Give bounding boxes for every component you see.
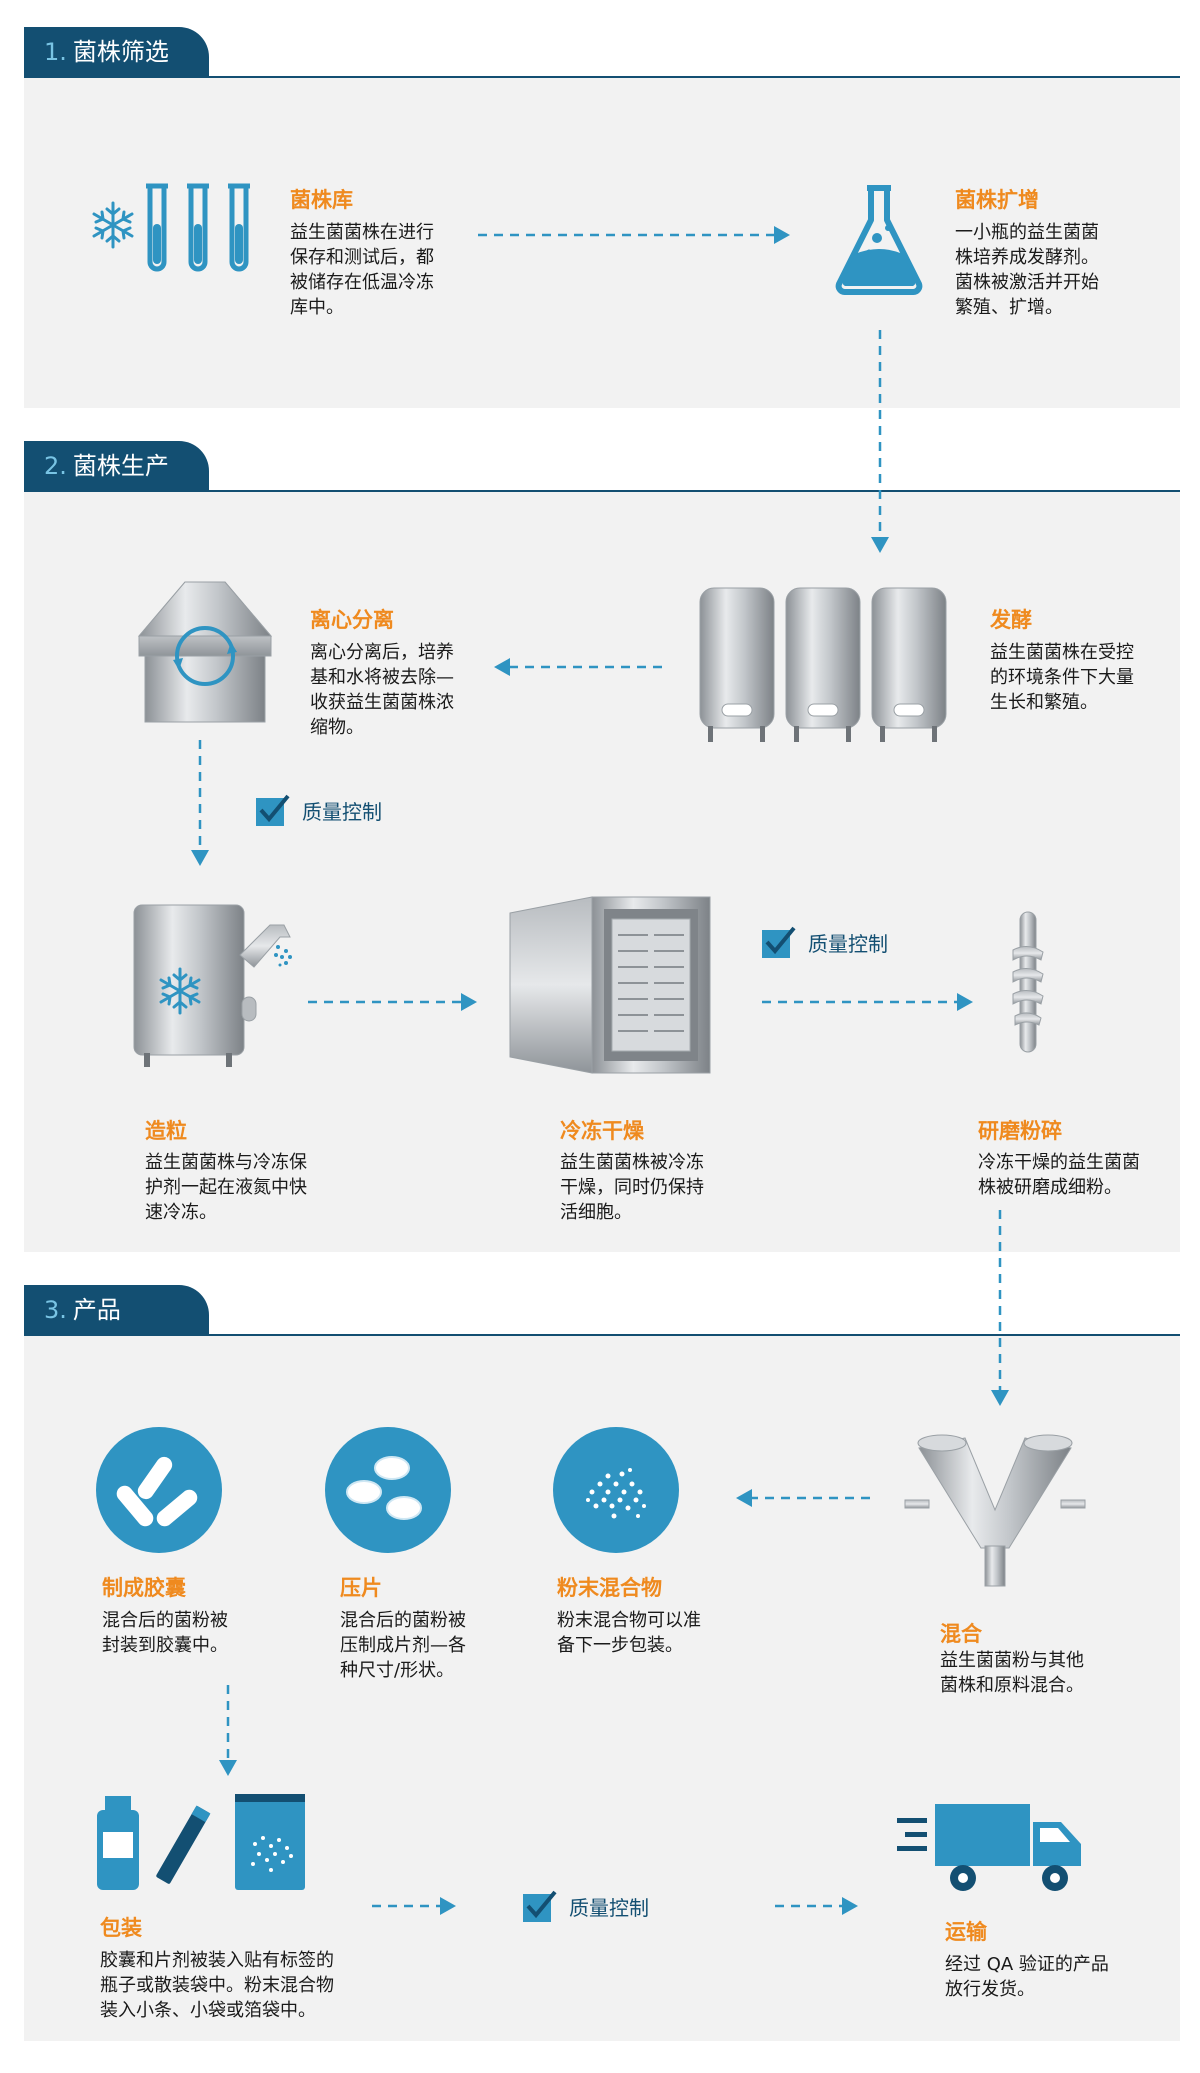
qc-label: 质量控制: [569, 1895, 649, 1920]
mill-screw-icon: [1012, 911, 1044, 1053]
step-desc-ship: 经过 QA 验证的产品放行发货。: [945, 1954, 1109, 2000]
step-title-capsule: 制成胶囊: [102, 1576, 186, 1600]
checkbox-check-icon: [762, 926, 796, 958]
checkbox-check-icon: [523, 1890, 557, 1922]
step-title-ferment: 发酵: [990, 608, 1032, 632]
step-desc-freezedry: 益生菌菌株被冷冻干燥，同时仍保持活细胞。: [560, 1152, 704, 1223]
step-title-freezedry: 冷冻干燥: [560, 1119, 644, 1143]
step-desc-centrifuge: 离心分离后，培养基和水将被去除—收获益生菌菌株浓缩物。: [310, 642, 454, 738]
section-panel-1: [24, 78, 1180, 408]
step-desc-expand: 一小瓶的益生菌菌株培养成发酵剂。菌株被激活并开始繁殖、扩增。: [955, 222, 1099, 318]
step-desc-powder: 粉末混合物可以准备下一步包装。: [557, 1610, 701, 1656]
powder-icon: [553, 1427, 679, 1553]
tablets-icon: [325, 1427, 451, 1553]
section-num: 1.: [44, 38, 67, 66]
freeze-dryer-icon: [509, 896, 711, 1074]
step-desc-capsule: 混合后的菌粉被封装到胶囊中。: [102, 1610, 228, 1656]
section-label: 菌株筛选: [72, 38, 169, 66]
section-tab-2: 2.菌株生产: [24, 441, 209, 491]
section-num: 3.: [44, 1296, 67, 1324]
section-tab-3: 3.产品: [24, 1285, 209, 1335]
section-rule-2: [24, 490, 1180, 492]
section-tab-1: 1.菌株筛选: [24, 27, 209, 77]
qc-label: 质量控制: [302, 799, 382, 824]
step-desc-granulate: 益生菌菌株与冷冻保护剂一起在液氮中快速冷冻。: [145, 1152, 307, 1223]
quality-control-badge-2: 质量控制: [762, 926, 888, 958]
qc-label: 质量控制: [808, 931, 888, 956]
step-title-ship: 运输: [945, 1920, 987, 1944]
section-label: 菌株生产: [72, 452, 169, 480]
step-desc-bank: 益生菌菌株在进行保存和测试后，都被储存在低温冷冻库中。: [290, 222, 434, 318]
quality-control-badge-3: 质量控制: [523, 1890, 649, 1922]
granulator-tank-icon: [133, 904, 292, 1067]
step-title-mill: 研磨粉碎: [978, 1119, 1062, 1143]
step-title-blend: 混合: [940, 1622, 982, 1646]
step-title-centrifuge: 离心分离: [310, 608, 394, 632]
capsules-icon: [96, 1427, 222, 1553]
checkbox-check-icon: [256, 794, 290, 826]
section-rule-1: [24, 76, 1180, 78]
test-tubes-icon: [146, 183, 250, 272]
centrifuge-icon: [137, 581, 273, 723]
quality-control-badge-1: 质量控制: [256, 794, 382, 826]
flask-icon: [835, 185, 923, 295]
step-desc-ferment: 益生菌菌株在受控的环境条件下大量生长和繁殖。: [990, 642, 1134, 713]
step-title-package: 包装: [100, 1916, 142, 1940]
packaging-icon: [97, 1794, 305, 1890]
step-title-tablet: 压片: [340, 1576, 382, 1600]
delivery-truck-icon: [897, 1804, 1081, 1891]
step-desc-tablet: 混合后的菌粉被压制成片剂—各种尺寸/形状。: [340, 1610, 466, 1681]
step-title-granulate: 造粒: [145, 1119, 187, 1143]
fermenter-tanks-icon: [699, 587, 947, 742]
step-desc-mill: 冷冻干燥的益生菌菌株被研磨成细粉。: [978, 1152, 1140, 1198]
step-desc-package: 胶囊和片剂被装入贴有标签的瓶子或散装袋中。粉末混合物装入小条、小袋或箔袋中。: [100, 1950, 334, 2021]
section-label: 产品: [72, 1296, 121, 1324]
step-title-bank: 菌株库: [290, 188, 353, 212]
section-rule-3: [24, 1334, 1180, 1336]
step-title-expand: 菌株扩增: [955, 188, 1039, 212]
v-blender-icon: [904, 1434, 1086, 1587]
step-title-powder: 粉末混合物: [557, 1576, 662, 1600]
section-num: 2.: [44, 452, 67, 480]
step-desc-blend: 益生菌菌粉与其他菌株和原料混合。: [940, 1650, 1084, 1696]
